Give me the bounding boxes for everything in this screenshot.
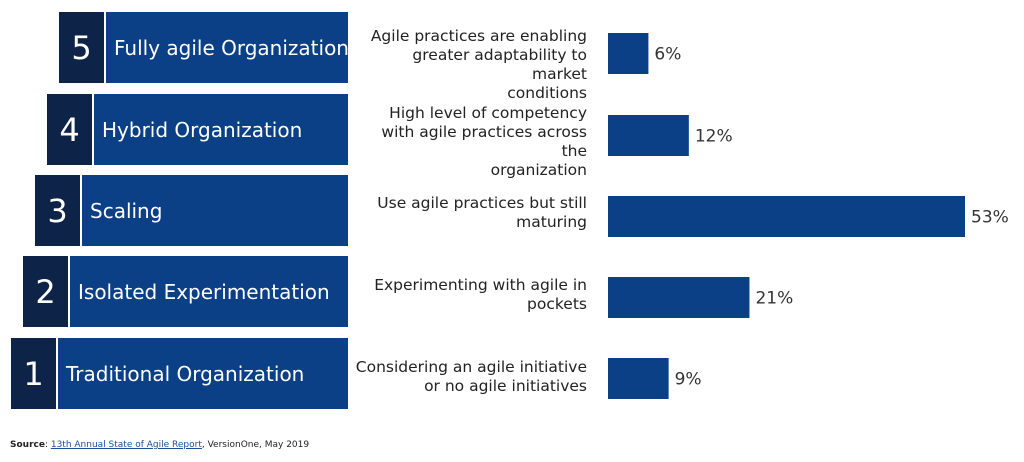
level-4: 4 Hybrid Organization xyxy=(47,94,348,165)
bar xyxy=(608,115,689,156)
source-note: Source: 13th Annual State of Agile Repor… xyxy=(10,440,310,450)
level-name: Traditional Organization xyxy=(58,338,348,409)
description-line: or no agile initiatives xyxy=(424,377,587,395)
level-name: Hybrid Organization xyxy=(94,94,348,165)
description-line: maturing xyxy=(516,213,587,231)
level-number: 5 xyxy=(59,12,104,83)
level-number: 4 xyxy=(47,94,92,165)
bar xyxy=(608,277,750,318)
level-number: 2 xyxy=(23,256,68,327)
bar-value-label: 21% xyxy=(755,289,793,309)
bar xyxy=(608,358,669,399)
description-line: Agile practices are enabling xyxy=(370,27,587,45)
description-line: conditions xyxy=(507,84,587,102)
level-name: Isolated Experimentation xyxy=(70,256,348,327)
level-name: Fully agile Organization xyxy=(106,12,349,83)
description-line: Use agile practices but still xyxy=(377,194,587,212)
level-1-description: Considering an agile initiative or no ag… xyxy=(355,358,587,396)
level-5-description: Agile practices are enabling greater ada… xyxy=(355,27,587,103)
bar-value-label: 12% xyxy=(695,127,733,147)
level-number: 1 xyxy=(11,338,56,409)
source-label: Source xyxy=(10,440,45,450)
description-line: pockets xyxy=(527,295,587,313)
level-2: 2 Isolated Experimentation xyxy=(23,256,348,327)
bar-value-label: 9% xyxy=(675,370,702,390)
divider xyxy=(68,256,70,327)
level-3: 3 Scaling xyxy=(35,175,348,246)
level-3-description: Use agile practices but still maturing xyxy=(355,194,587,232)
description-line: greater adaptability to market xyxy=(412,46,587,83)
bar-value-label: 6% xyxy=(654,45,681,65)
divider xyxy=(104,12,106,83)
bar-value-label: 53% xyxy=(971,208,1009,228)
description-line: organization xyxy=(490,161,587,179)
level-name: Scaling xyxy=(82,175,348,246)
level-5: 5 Fully agile Organization xyxy=(59,12,349,83)
description-line: Considering an agile initiative xyxy=(355,358,587,376)
description-line: High level of competency xyxy=(389,104,587,122)
bar xyxy=(608,33,649,74)
description-line: with agile practices across the xyxy=(381,123,587,160)
level-number: 3 xyxy=(35,175,80,246)
level-4-description: High level of competency with agile prac… xyxy=(355,104,587,180)
divider xyxy=(92,94,94,165)
divider xyxy=(80,175,82,246)
source-link[interactable]: 13th Annual State of Agile Report xyxy=(50,440,202,450)
description-line: Experimenting with agile in xyxy=(374,276,587,294)
bar xyxy=(608,196,965,237)
divider xyxy=(56,338,58,409)
level-2-description: Experimenting with agile in pockets xyxy=(355,276,587,314)
level-1: 1 Traditional Organization xyxy=(11,338,348,409)
source-rest: , VersionOne, May 2019 xyxy=(201,440,310,450)
